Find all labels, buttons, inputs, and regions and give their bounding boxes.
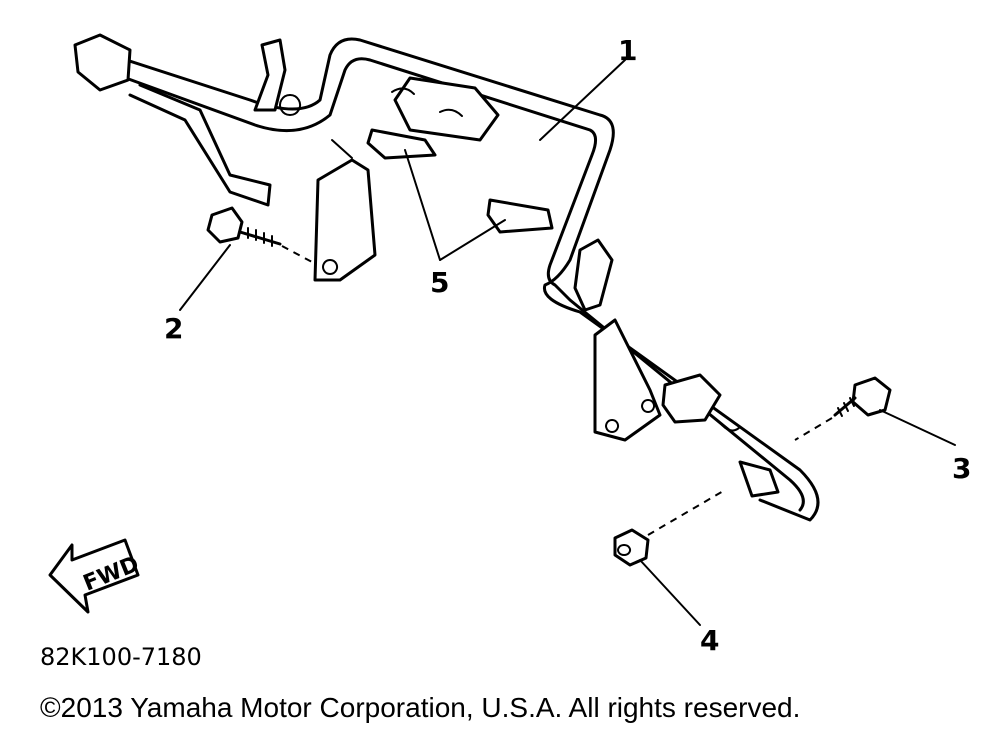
callout-2: 2 — [164, 312, 183, 345]
diagram-code: 82K100-7180 — [40, 643, 202, 671]
rubber-pads — [366, 128, 554, 234]
bolt-part-2 — [206, 206, 313, 263]
copyright-text: ©2013 Yamaha Motor Corporation, U.S.A. A… — [40, 692, 800, 723]
frame-tube — [73, 33, 820, 522]
callout-5: 5 — [430, 266, 449, 299]
leader-lines — [179, 59, 956, 626]
nut-part-4 — [613, 489, 726, 567]
callout-3: 3 — [952, 452, 971, 485]
bolt-part-3 — [794, 376, 892, 441]
callout-1: 1 — [618, 34, 637, 67]
fwd-arrow-icon: FWD — [48, 538, 143, 614]
callout-4: 4 — [700, 624, 719, 657]
